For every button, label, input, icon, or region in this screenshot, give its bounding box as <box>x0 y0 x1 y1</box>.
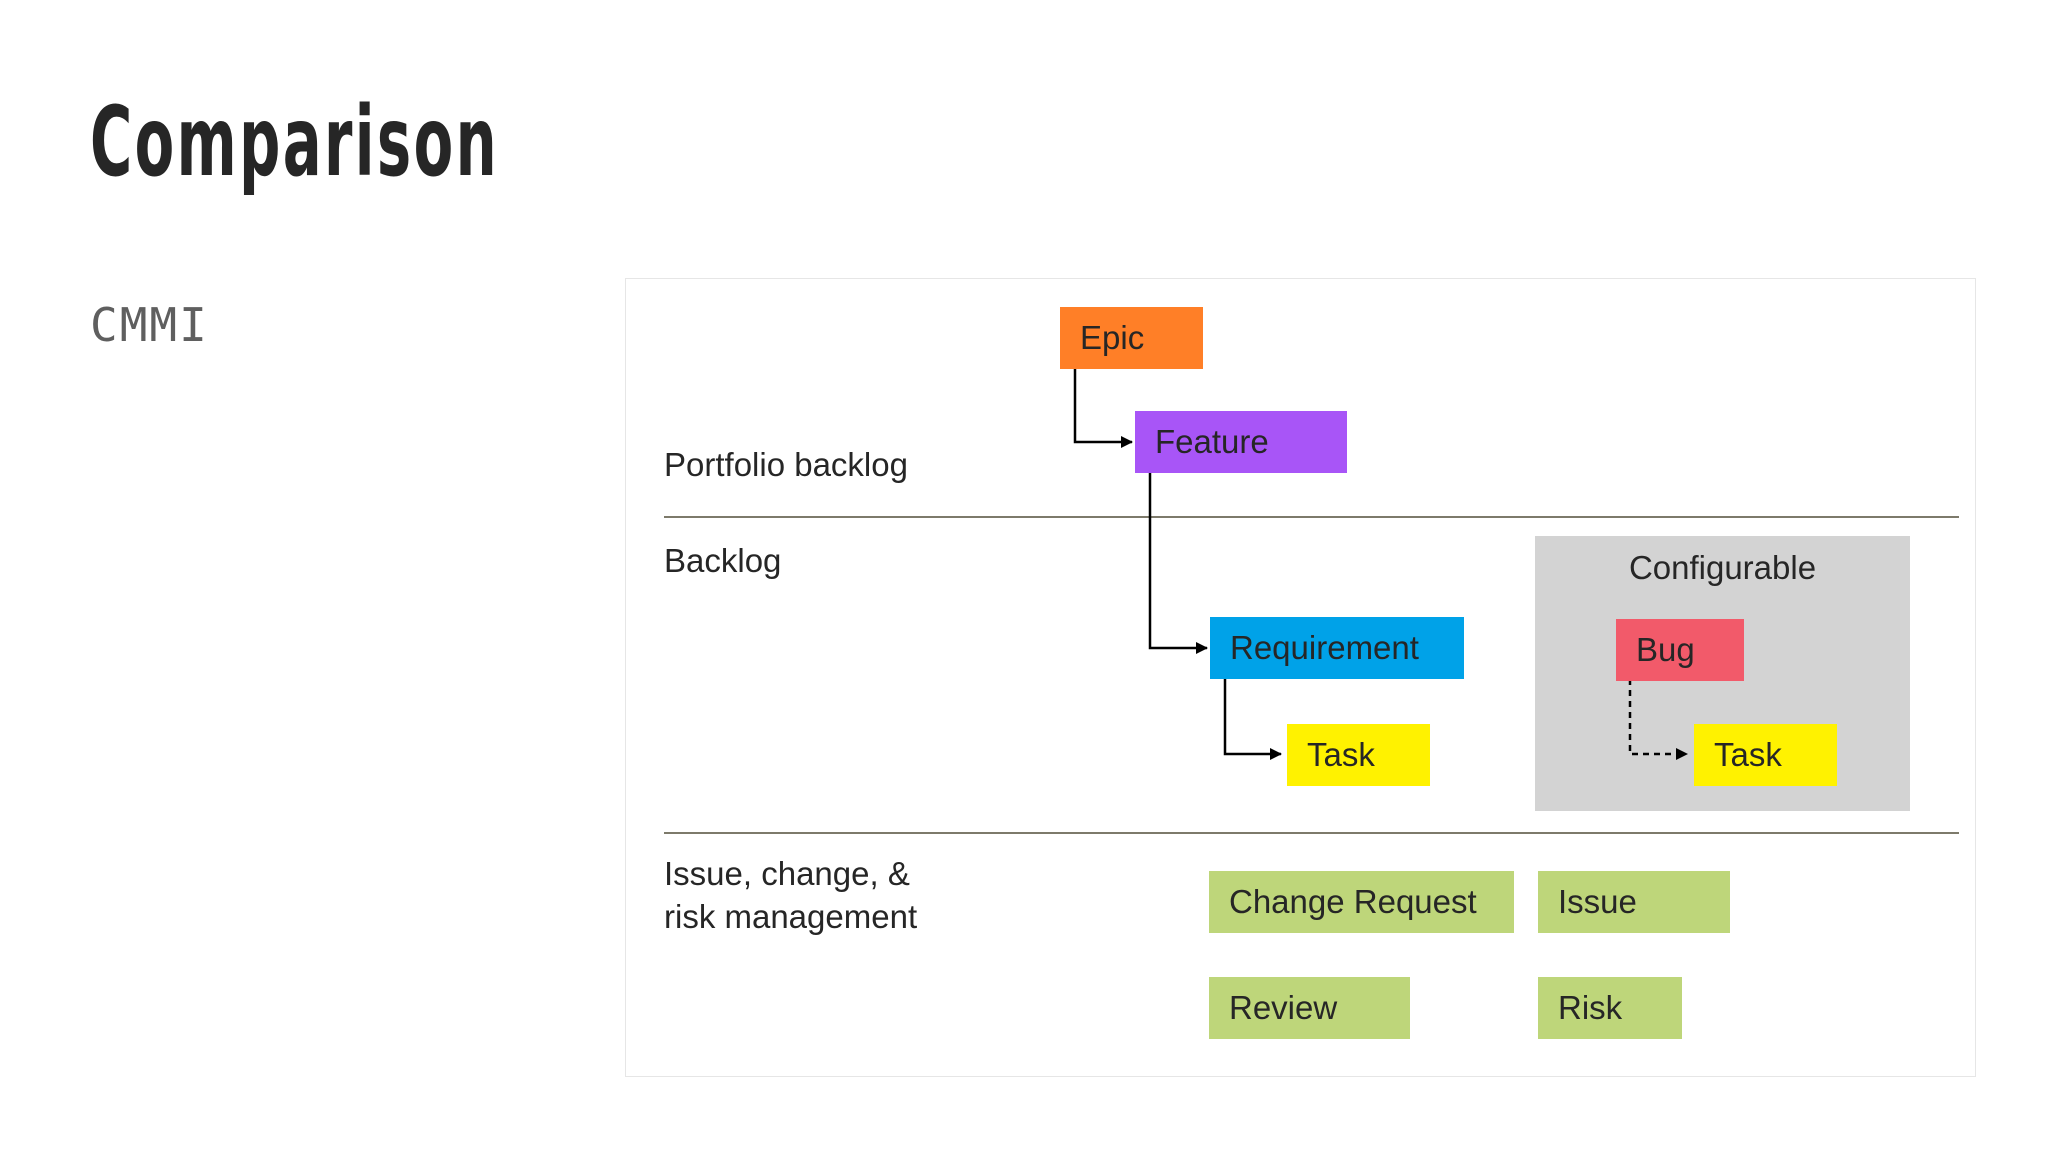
bug-to-task-connector <box>1628 679 1688 760</box>
risk-work-item: Risk <box>1538 977 1682 1039</box>
issue-work-item: Issue <box>1538 871 1730 933</box>
lane-divider-top <box>664 516 1959 518</box>
epic-to-feature-connector <box>1073 369 1133 448</box>
review-work-item: Review <box>1209 977 1410 1039</box>
lane-label-line-1: Issue, change, & <box>664 855 910 892</box>
lane-divider-bottom <box>664 832 1959 834</box>
connector-arrows <box>1073 369 1688 760</box>
requirement-work-item: Requirement <box>1210 617 1464 679</box>
bug-task-work-item: Task <box>1694 724 1837 786</box>
lane-label-backlog: Backlog <box>664 542 782 579</box>
feature-to-requirement-connector <box>1148 473 1208 654</box>
change-request-work-item: Change Request <box>1209 871 1514 933</box>
requirement-to-task-connector <box>1223 679 1282 760</box>
work-item-hierarchy-diagram: Portfolio backlog Backlog Issue, change,… <box>625 278 1976 1077</box>
slide-title: Comparison <box>90 86 499 198</box>
lane-label-portfolio-backlog: Portfolio backlog <box>664 446 908 483</box>
lane-label-line-2: risk management <box>664 898 918 935</box>
epic-work-item: Epic <box>1060 307 1203 369</box>
configurable-label: Configurable <box>1628 549 1817 586</box>
bug-work-item: Bug <box>1616 619 1744 681</box>
lane-label-issue-change-risk: Issue, change, & risk management <box>664 852 917 938</box>
slide-subtitle: CMMI <box>90 298 209 352</box>
feature-work-item: Feature <box>1135 411 1347 473</box>
task-work-item: Task <box>1287 724 1430 786</box>
